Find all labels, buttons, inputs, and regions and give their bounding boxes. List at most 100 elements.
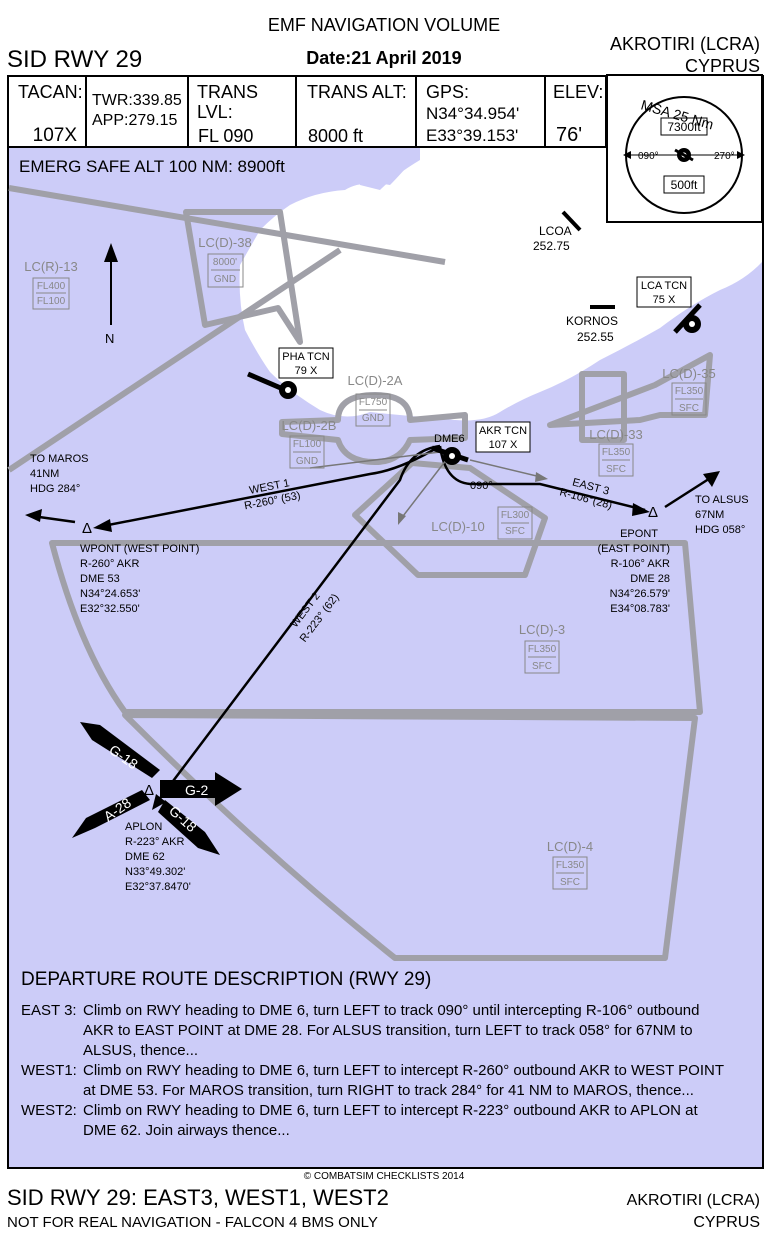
airport-name: AKROTIRI (LCRA) (609, 34, 760, 54)
lcd10-name: LC(D)-10 (431, 519, 484, 534)
dme6-label: DME6 (434, 433, 465, 445)
msa-left-bearing: 090° (638, 151, 659, 162)
footer-disclaimer: NOT FOR REAL NAVIGATION - FALCON 4 BMS O… (7, 1214, 378, 1231)
north-arrow (104, 243, 118, 325)
trans-alt-value: 8000 ft (308, 126, 364, 146)
lcd2b-top: FL100 (293, 439, 322, 450)
trans-lvl-label: TRANS LVL: (197, 82, 259, 122)
lcr13-name: LC(R)-13 (24, 259, 77, 274)
lcd35-top: FL350 (675, 386, 704, 397)
aplon-line-1: APLON (125, 821, 162, 833)
gps-lat: N34°34.954' (426, 104, 520, 123)
east3-track (438, 445, 646, 512)
lcd2b-bottom: GND (296, 456, 318, 467)
airspace-lcd33-outline (579, 371, 627, 443)
east3-arrowhead (632, 503, 650, 516)
epont-line-6: E34°08.783' (610, 603, 670, 615)
lcd38-top: 8000' (213, 257, 237, 268)
epont-line-2: (EAST POINT) (597, 543, 670, 555)
airway-g2: G-2 (185, 782, 209, 798)
desc-east3-line3: ALSUS, thence... (83, 1042, 199, 1059)
alsus-line-2: 67NM (695, 509, 724, 521)
lca-tcn-ch: 75 X (653, 294, 676, 306)
pha-tcn-ch: 79 X (295, 365, 318, 377)
lcd35-bottom: SFC (679, 403, 699, 414)
lca-tcn-name: LCA TCN (641, 280, 687, 292)
wpont-line-2: R-260° AKR (80, 558, 139, 570)
lcr13-bottom: FL100 (37, 296, 66, 307)
desc-west2-key: WEST2: (21, 1102, 77, 1119)
aplon-line-4: N33°49.302' (125, 866, 185, 878)
epont-line-5: N34°26.579' (610, 588, 670, 600)
gps-lon: E33°39.153' (426, 126, 519, 145)
elev-value: 76' (556, 124, 583, 146)
airspace-lcd38-outline (183, 209, 303, 345)
lcd3-top: FL350 (528, 644, 557, 655)
airway-arrows (72, 722, 242, 855)
gps-label: GPS: (426, 82, 470, 102)
west2-arrowhead (152, 794, 166, 810)
app-freq: APP:279.15 (92, 112, 178, 129)
description-list: EAST 3: Climb on RWY heading to DME 6, t… (21, 1001, 751, 1141)
airspace-lcr13-outline (7, 185, 446, 473)
g18-up-arrow (80, 722, 160, 778)
desc-west1-key: WEST1: (21, 1062, 77, 1079)
desc-west1: WEST1: Climb on RWY heading to DME 6, tu… (21, 1061, 751, 1101)
msa-lower: 500ft (671, 178, 698, 192)
west1-arrowhead (93, 519, 112, 532)
airspace-lcd10-outline (352, 460, 548, 578)
akr-tacan-symbol (431, 445, 469, 465)
north-label: N (105, 331, 114, 346)
pha-tcn-name: PHA TCN (282, 351, 330, 363)
msa-diagram: MSA 25 Nm 7300ft 500ft 090° 270° (606, 74, 763, 223)
desc-west2: WEST2: Climb on RWY heading to DME 6, tu… (21, 1101, 751, 1141)
maros-line-1: TO MAROS (30, 453, 88, 465)
tacan-label: TACAN: (18, 82, 83, 102)
g18-down-arrow (158, 800, 220, 855)
wpont-line-5: E32°32.550' (80, 603, 140, 615)
lcoa-name: LCOA (539, 224, 572, 238)
twr-freq: TWR:339.85 (92, 92, 182, 109)
copyright: © COMBATSIM CHECKLISTS 2014 (303, 1171, 465, 1182)
tacan-value: 107X (32, 125, 77, 146)
footer-airport: AKROTIRI (LCRA) CYPRUS (627, 1190, 760, 1234)
lcd2a-top: FL750 (359, 397, 388, 408)
lcr13-top: FL400 (37, 281, 66, 292)
trans-alt-label: TRANS ALT: (307, 82, 407, 102)
elev-label: ELEV: (553, 82, 604, 102)
alsus-line-1: TO ALSUS (695, 494, 749, 506)
lcd3-bottom: SFC (532, 661, 552, 672)
volume-title: EMF NAVIGATION VOLUME (267, 15, 501, 35)
trans-lvl-value: FL 090 (198, 126, 254, 146)
airport-header: AKROTIRI (LCRA) CYPRUS (610, 33, 760, 77)
lcoa-freq: 252.75 (533, 239, 570, 253)
airspace-lcd4-outline (122, 712, 698, 961)
procedure-title: SID RWY 29 (7, 46, 143, 73)
lcd38-name: LC(D)-38 (198, 235, 251, 250)
a28-arrow (72, 790, 150, 838)
track-090-label: 090° (470, 480, 493, 492)
akr-tcn-name: AKR TCN (479, 425, 527, 437)
lcd35-name: LC(D)-35 (662, 366, 715, 381)
lca-tacan-symbol (673, 303, 702, 334)
desc-east3-line1: Climb on RWY heading to DME 6, turn LEFT… (83, 1002, 700, 1019)
lcd10-top: FL300 (501, 510, 530, 521)
alsus-transition (664, 473, 716, 509)
aplon-line-5: E32°37.8470' (125, 881, 191, 893)
epont-line-1: EPONT (620, 528, 658, 540)
alsus-line-3: HDG 058° (695, 524, 745, 536)
wpont-line-4: N34°24.653' (80, 588, 140, 600)
lcd33-bottom: SFC (606, 464, 626, 475)
lcd4-name: LC(D)-4 (547, 839, 593, 854)
alsus-arrowhead (703, 471, 720, 487)
description-title: DEPARTURE ROUTE DESCRIPTION (RWY 29) (21, 969, 432, 990)
airspace-lcd2a-outline (279, 392, 468, 465)
lcd4-top: FL350 (556, 860, 585, 871)
airport-country: CYPRUS (684, 56, 760, 76)
desc-east3-line2: AKR to EAST POINT at DME 28. For ALSUS t… (83, 1022, 693, 1039)
desc-west1-line2: at DME 53. For MAROS transition, turn RI… (83, 1082, 694, 1099)
maros-line-2: 41NM (30, 468, 59, 480)
kornos-name: KORNOS (566, 314, 618, 328)
emerg-safe-alt: EMERG SAFE ALT 100 NM: 8900ft (19, 157, 285, 176)
msa-right-bearing: 270° (714, 151, 735, 162)
